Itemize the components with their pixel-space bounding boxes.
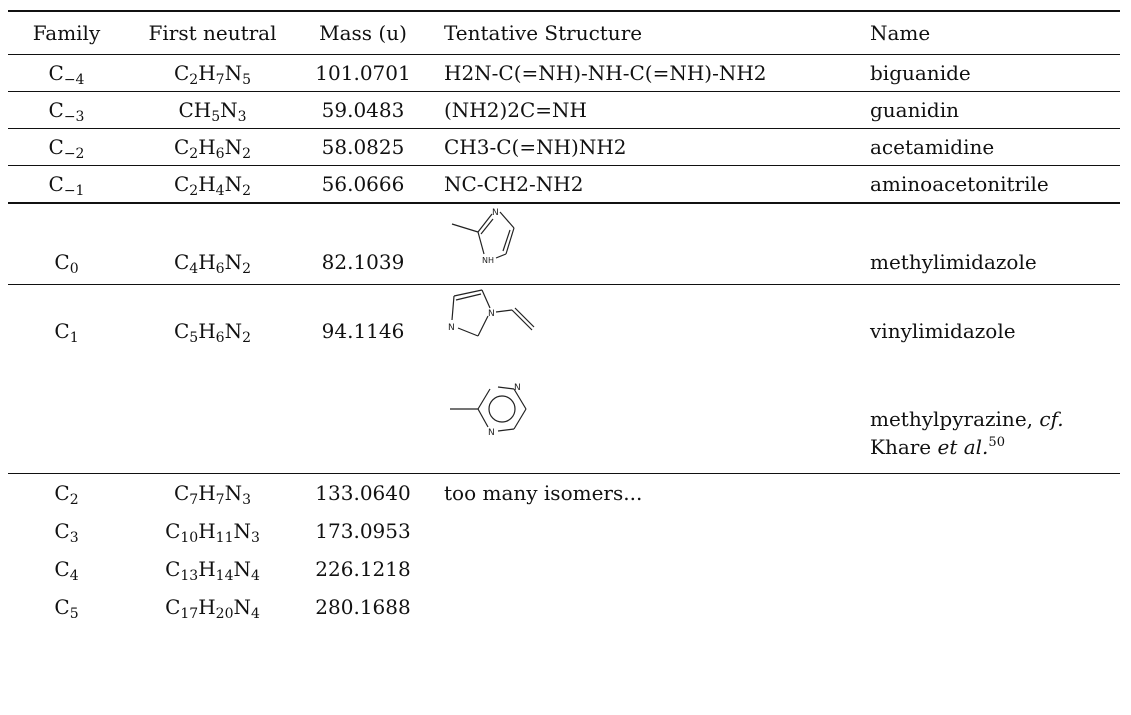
mass-cell: 280.1688 — [315, 595, 411, 619]
name-cell: acetamidine — [870, 135, 995, 159]
family-cell: C−2 — [48, 135, 85, 162]
neutral-cell: C2H7N5 — [173, 61, 252, 88]
table-row: C3 C10H11N3 173.0953 — [8, 512, 1120, 550]
mass-cell: 226.1218 — [315, 557, 411, 581]
table-row: N N methylpyrazine, cf.Khare et al.50 — [8, 377, 1120, 473]
mass-cell: 59.0483 — [321, 98, 405, 122]
name-cell: vinylimidazole — [870, 319, 1016, 343]
methylpyrazine-structure-icon: N N — [450, 383, 527, 438]
family-cell: C2 — [54, 481, 79, 508]
table-row: C−4 C2H7N5 101.0701 H2N-C(=NH)-NH-C(=NH)… — [8, 55, 1120, 91]
name-cell: guanidin — [870, 98, 959, 122]
neutral-cell: C10H11N3 — [165, 519, 260, 546]
family-cell: C4 — [54, 557, 79, 584]
svg-text:N: N — [514, 383, 521, 393]
structure-cell: (NH2)2C=NH — [444, 98, 587, 122]
row-rule — [8, 128, 1120, 129]
neutral-cell: C2H4N2 — [173, 172, 252, 199]
table-row: C5 C17H20N4 280.1688 — [8, 588, 1120, 626]
table-row: C0 C4H6N2 82.1039 N NH methylimidazole — [8, 204, 1120, 284]
top-rule — [8, 10, 1120, 12]
structure-cell: too many isomers... — [444, 481, 643, 505]
neutral-cell: C7H7N3 — [173, 481, 252, 508]
mass-cell: 133.0640 — [315, 481, 411, 505]
name-cell: biguanide — [870, 61, 971, 85]
svg-text:N: N — [488, 428, 495, 438]
family-cell: C−3 — [48, 98, 85, 125]
mass-cell: 173.0953 — [315, 519, 411, 543]
table-row: C2 C7H7N3 133.0640 too many isomers... — [8, 474, 1120, 512]
structure-cell: N N — [426, 289, 854, 356]
vinylimidazole-structure-icon: N N — [448, 289, 535, 337]
mass-cell: 94.1146 — [321, 319, 405, 343]
name-cell: methylpyrazine, cf.Khare et al.50 — [870, 407, 1064, 459]
family-cell: C−4 — [48, 61, 85, 88]
row-rule — [8, 284, 1120, 285]
svg-text:N: N — [488, 309, 495, 319]
structure-cell: H2N-C(=NH)-NH-C(=NH)-NH2 — [444, 61, 767, 85]
header-rule — [8, 54, 1120, 55]
structure-cell: CH3-C(=NH)NH2 — [444, 135, 627, 159]
neutral-cell: CH5N3 — [178, 98, 247, 125]
family-cell: C−1 — [48, 172, 85, 199]
family-cell: C5 — [54, 595, 79, 622]
mass-cell: 82.1039 — [321, 250, 405, 274]
name-cell: methylimidazole — [870, 250, 1037, 274]
table-row: C4 C13H14N4 226.1218 — [8, 550, 1120, 588]
row-rule — [8, 91, 1120, 92]
table-row: C−3 CH5N3 59.0483 (NH2)2C=NH guanidin — [8, 92, 1120, 128]
structure-cell: N N — [426, 381, 854, 461]
structure-cell: NC-CH2-NH2 — [444, 172, 584, 196]
families-table: Family First neutral Mass (u) Tentative … — [8, 10, 1120, 626]
family-cell: C1 — [54, 319, 79, 346]
mass-cell: 101.0701 — [315, 61, 411, 85]
neutral-cell: C17H20N4 — [165, 595, 260, 622]
svg-text:N: N — [492, 208, 499, 218]
svg-text:NH: NH — [482, 256, 494, 265]
header-mass: Mass (u) — [319, 21, 407, 45]
name-cell: aminoacetonitrile — [870, 172, 1049, 196]
header-first-neutral: First neutral — [148, 21, 277, 45]
neutral-cell: C4H6N2 — [173, 250, 252, 277]
neutral-cell: C13H14N4 — [165, 557, 260, 584]
structure-cell: N NH — [426, 208, 854, 274]
neutral-cell: C2H6N2 — [173, 135, 252, 162]
family-cell: C3 — [54, 519, 79, 546]
neutral-cell: C5H6N2 — [173, 319, 252, 346]
table-row: C−1 C2H4N2 56.0666 NC-CH2-NH2 aminoaceto… — [8, 166, 1120, 202]
svg-text:N: N — [448, 323, 455, 333]
header-name: Name — [870, 21, 931, 45]
table-row: C1 C5H6N2 94.1146 N N vinylimid — [8, 285, 1120, 377]
mass-cell: 56.0666 — [321, 172, 405, 196]
row-rule — [8, 473, 1120, 474]
family-cell: C0 — [54, 250, 79, 277]
table-header: Family First neutral Mass (u) Tentative … — [8, 12, 1120, 54]
section-rule — [8, 202, 1120, 204]
header-family: Family — [32, 21, 101, 45]
mass-cell: 58.0825 — [321, 135, 405, 159]
methylimidazole-structure-icon: N NH — [451, 208, 515, 265]
table-row: C−2 C2H6N2 58.0825 CH3-C(=NH)NH2 acetami… — [8, 129, 1120, 165]
header-structure: Tentative Structure — [444, 21, 643, 45]
row-rule — [8, 165, 1120, 166]
